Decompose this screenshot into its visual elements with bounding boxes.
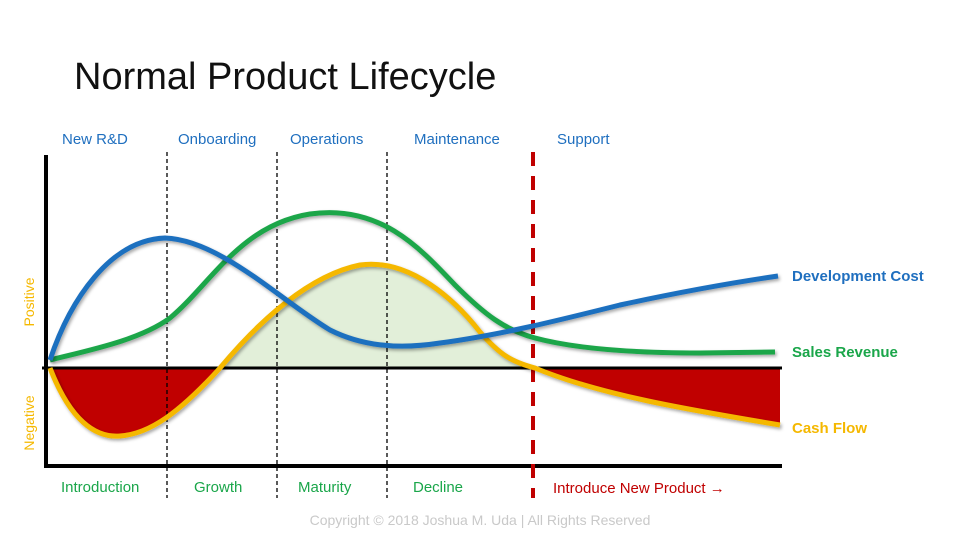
introduce-new-product-label: Introduce New Product →	[553, 480, 725, 497]
top-label-maintenance: Maintenance	[414, 131, 500, 148]
stage-label-decline: Decline	[413, 479, 463, 496]
top-label-new-rd: New R&D	[62, 131, 128, 148]
stage-label-introduction: Introduction	[61, 479, 139, 496]
series-label-cash-flow: Cash Flow	[792, 420, 867, 437]
copyright-notice: Copyright © 2018 Joshua M. Uda | All Rig…	[309, 512, 651, 528]
top-label-onboarding: Onboarding	[178, 131, 256, 148]
stage-label-growth: Growth	[194, 479, 242, 496]
series-label-development-cost: Development Cost	[792, 268, 924, 285]
axis-label-negative: Negative	[21, 395, 37, 450]
top-label-operations: Operations	[290, 131, 363, 148]
slide-title: Normal Product Lifecycle	[74, 56, 497, 98]
top-label-support: Support	[557, 131, 610, 148]
loss-area-introduction	[50, 368, 220, 437]
cash-flow-curve	[47, 261, 781, 439]
axis-label-positive: Positive	[21, 277, 37, 326]
stage-label-maturity: Maturity	[298, 479, 352, 496]
loss-area-decline	[535, 368, 780, 425]
development-cost-curve	[47, 235, 779, 361]
sales-revenue-curve	[49, 210, 776, 363]
series-label-sales-revenue: Sales Revenue	[792, 344, 898, 361]
